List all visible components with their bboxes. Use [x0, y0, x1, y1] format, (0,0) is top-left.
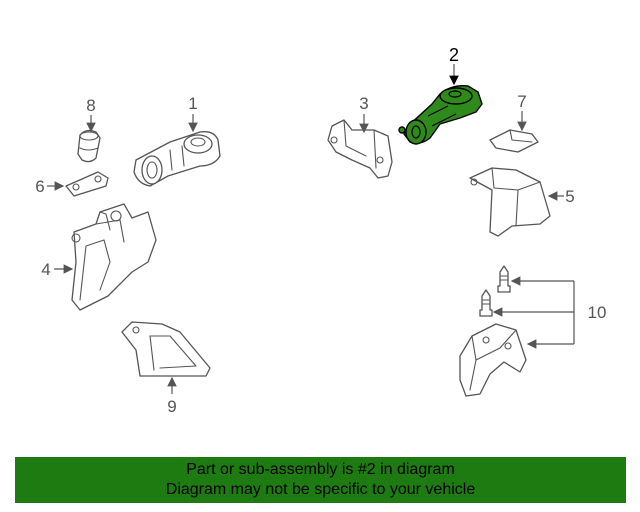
label-4[interactable]: 4 — [41, 260, 50, 279]
part-4-bracket[interactable] — [71, 203, 157, 311]
label-2[interactable]: 2 — [449, 45, 459, 65]
part-10-bolt-lower[interactable] — [479, 289, 493, 317]
part-10-bracket[interactable] — [459, 323, 527, 397]
label-8[interactable]: 8 — [86, 96, 95, 115]
part-1-engine-mount[interactable] — [133, 131, 221, 187]
info-banner: Part or sub-assembly is #2 in diagram Di… — [15, 457, 626, 503]
part-7-plate[interactable] — [489, 129, 539, 153]
label-6[interactable]: 6 — [35, 177, 44, 196]
part-9-lower-bracket[interactable] — [121, 321, 211, 377]
banner-line-1: Part or sub-assembly is #2 in diagram — [186, 461, 455, 478]
part-8-bushing[interactable] — [77, 129, 101, 163]
leader-10 — [492, 276, 575, 349]
label-7[interactable]: 7 — [517, 92, 526, 111]
label-1[interactable]: 1 — [188, 94, 197, 113]
part-6-bracket[interactable] — [65, 171, 109, 197]
part-3-bracket[interactable] — [327, 119, 393, 179]
part-2-torque-rod[interactable] — [398, 84, 483, 145]
label-3[interactable]: 3 — [359, 94, 368, 113]
banner-line-2: Diagram may not be specific to your vehi… — [165, 481, 476, 498]
label-9[interactable]: 9 — [167, 397, 176, 416]
label-5[interactable]: 5 — [565, 187, 574, 206]
part-5-mount-bracket[interactable] — [469, 167, 551, 237]
label-10[interactable]: 10 — [588, 303, 607, 322]
part-10-bolt-upper[interactable] — [497, 265, 511, 293]
